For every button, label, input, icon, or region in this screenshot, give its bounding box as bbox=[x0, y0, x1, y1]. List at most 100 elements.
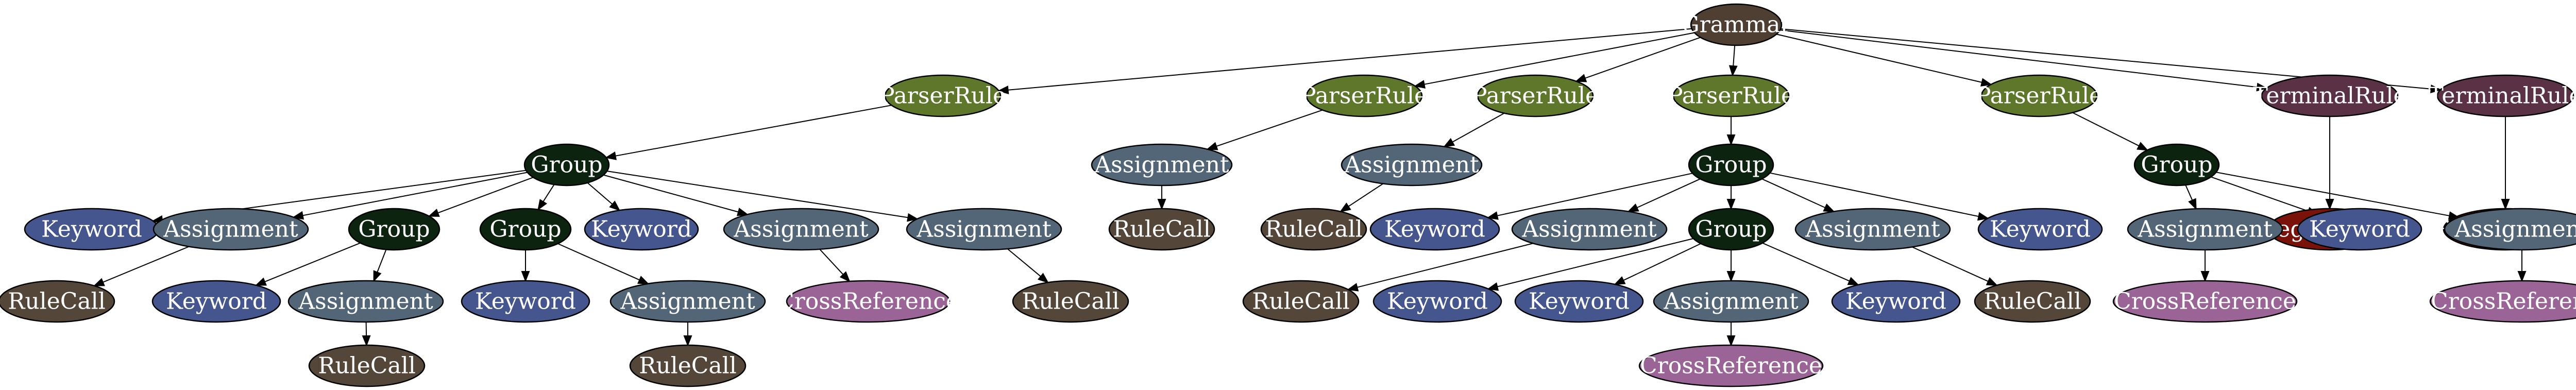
node-label: Keyword bbox=[591, 216, 692, 243]
edge-arrowhead bbox=[1847, 277, 1859, 285]
edge-arrowhead bbox=[907, 213, 919, 222]
node-label: RuleCall bbox=[1022, 289, 1120, 315]
node-label: Group bbox=[358, 216, 430, 243]
node-label: Keyword bbox=[1845, 289, 1946, 315]
edge-arrowhead bbox=[362, 335, 371, 347]
edge-n5-n12 bbox=[2072, 112, 2140, 147]
node-ellipse bbox=[0, 280, 115, 323]
node-ellipse bbox=[1690, 3, 1783, 46]
edge-arrowhead bbox=[2517, 271, 2527, 282]
node-assignment: Assignment bbox=[609, 280, 766, 323]
node-assignment: Assignment bbox=[723, 208, 879, 251]
node-label: CrossReference bbox=[1640, 353, 1822, 379]
node-label: Assignment bbox=[298, 289, 433, 315]
node-assignment: Assignment bbox=[906, 208, 1062, 251]
edge-arrowhead bbox=[2256, 82, 2268, 92]
edge-arrowhead bbox=[2430, 84, 2442, 93]
node-label: Keyword bbox=[166, 289, 267, 315]
node-ellipse bbox=[584, 208, 699, 251]
node-cross-reference: CrossReference bbox=[777, 280, 959, 323]
node-ellipse bbox=[1477, 74, 1594, 117]
node-label: CrossReference bbox=[777, 289, 959, 315]
edge-n26-n40 bbox=[1497, 238, 1694, 287]
node-ellipse bbox=[2429, 280, 2576, 323]
node-label: ParserRule bbox=[1301, 83, 1428, 109]
edge-n10-n23 bbox=[1348, 183, 1384, 207]
node-label: Grammar bbox=[1681, 12, 1791, 38]
node-label: RuleCall bbox=[1252, 289, 1350, 315]
node-rule-call: RuleCall bbox=[1012, 280, 1129, 323]
node-label: TerminalRule bbox=[2428, 83, 2576, 109]
edge-arrowhead bbox=[2501, 199, 2510, 210]
edge-arrowhead bbox=[1726, 271, 1736, 282]
edge-n12-n29 bbox=[2185, 184, 2193, 201]
node-label: Assignment bbox=[1805, 216, 1940, 243]
node-label: ParserRule bbox=[1668, 83, 1794, 109]
node-keyword: Keyword bbox=[24, 208, 160, 251]
node-ellipse bbox=[2297, 208, 2422, 251]
node-ellipse bbox=[2436, 74, 2574, 117]
edge-arrowhead bbox=[1443, 138, 1455, 147]
node-label: Keyword bbox=[1529, 289, 1630, 315]
edge-n8-n19 bbox=[587, 182, 613, 205]
edge-arrowhead bbox=[2188, 198, 2197, 210]
node-ellipse bbox=[287, 280, 444, 323]
edge-arrowhead bbox=[1986, 277, 1998, 286]
node-keyword: Keyword bbox=[1369, 208, 1500, 251]
edge-n0-n4 bbox=[1733, 45, 1736, 66]
edge-arrowhead bbox=[373, 270, 382, 282]
node-cross-reference: CrossReference bbox=[2429, 280, 2576, 323]
node-parser-rule: ParserRule bbox=[1301, 74, 1428, 117]
node-ellipse bbox=[1977, 208, 2103, 251]
node-ellipse bbox=[1794, 208, 1951, 251]
node-label: Keyword bbox=[1990, 216, 2091, 243]
node-group: Group bbox=[1688, 143, 1774, 186]
node-label: Keyword bbox=[1387, 289, 1488, 315]
edge-arrowhead bbox=[1977, 212, 1989, 221]
node-keyword: Keyword bbox=[461, 280, 590, 323]
edge-n26-n43 bbox=[1762, 242, 1850, 282]
edge-arrowhead bbox=[1157, 199, 1166, 210]
node-parser-rule: ParserRule bbox=[1976, 74, 2103, 117]
node-label: ParserRule bbox=[1976, 83, 2103, 109]
node-label: Keyword bbox=[1384, 216, 1485, 243]
node-ellipse bbox=[1306, 74, 1423, 117]
edge-arrowhead bbox=[93, 278, 105, 286]
node-ellipse bbox=[609, 280, 766, 323]
node-rule-call: RuleCall bbox=[308, 344, 426, 387]
node-keyword: Keyword bbox=[1831, 280, 1961, 323]
node-ellipse bbox=[1653, 280, 1809, 323]
edge-n3-n10 bbox=[1452, 112, 1505, 143]
edge-n11-n27 bbox=[1761, 178, 1826, 209]
node-label: Group bbox=[2141, 152, 2212, 178]
edge-n18-n36 bbox=[557, 243, 640, 281]
node-ellipse bbox=[2261, 74, 2399, 117]
edge-arrowhead bbox=[1037, 273, 1049, 283]
node-assignment: Assignment bbox=[1794, 208, 1951, 251]
node-grammar: Grammar bbox=[1681, 3, 1792, 46]
node-label: Assignment bbox=[2137, 216, 2273, 243]
node-label: Keyword bbox=[2309, 216, 2410, 243]
edge-n8-n17 bbox=[437, 177, 534, 214]
node-ellipse bbox=[786, 280, 951, 323]
node-label: ParserRule bbox=[1472, 83, 1599, 109]
edge-n17-n33 bbox=[264, 242, 361, 282]
edge-n26-n41 bbox=[1623, 243, 1701, 281]
edge-layer bbox=[93, 28, 2527, 347]
edge-arrowhead bbox=[736, 208, 749, 216]
node-keyword: Keyword bbox=[584, 208, 699, 251]
edge-n1-n8 bbox=[615, 105, 892, 157]
node-ellipse bbox=[1514, 280, 1644, 323]
node-label: RuleCall bbox=[318, 353, 416, 379]
node-ellipse bbox=[1372, 280, 1502, 323]
node-ellipse bbox=[1341, 143, 1483, 186]
node-assignment: Assignment bbox=[1511, 208, 1668, 251]
node-ellipse bbox=[2444, 208, 2576, 251]
node-ellipse bbox=[308, 344, 426, 387]
edge-arrowhead bbox=[1413, 80, 1426, 89]
edge-arrowhead bbox=[2200, 271, 2210, 282]
edge-n34-n47 bbox=[365, 321, 367, 336]
edge-n11-n28 bbox=[1770, 172, 1979, 217]
edge-arrowhead bbox=[1726, 134, 1736, 146]
